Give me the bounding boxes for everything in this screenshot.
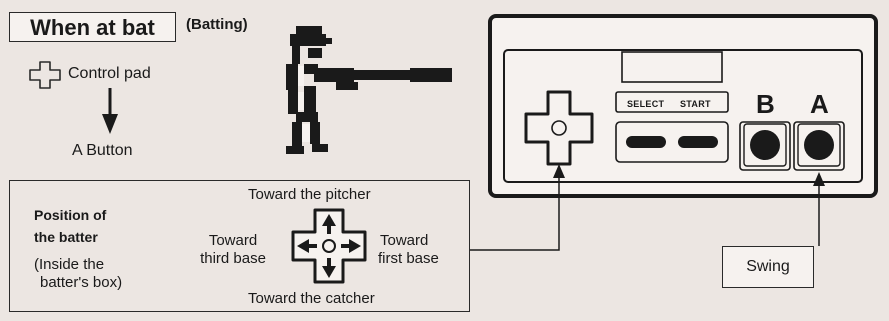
swing-label: Swing (722, 246, 814, 288)
